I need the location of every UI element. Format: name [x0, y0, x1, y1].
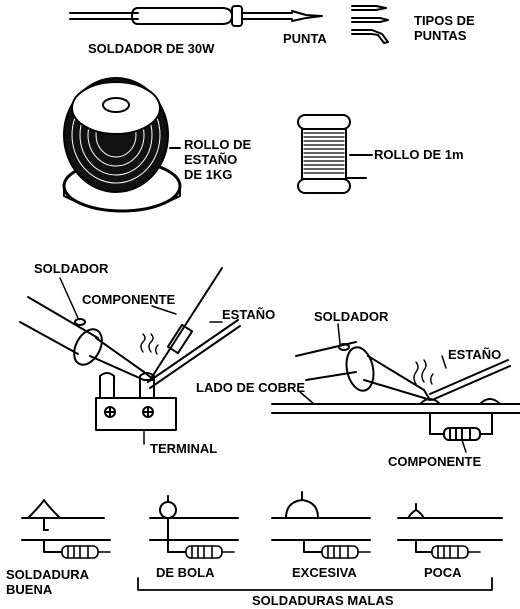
- tip-types-label-line1: TIPOS DE: [414, 13, 475, 28]
- solder-label-left: ESTAÑO: [222, 307, 276, 322]
- component-label-right: COMPONENTE: [388, 454, 482, 469]
- soldering-iron-illustration: [69, 5, 323, 27]
- pcb-soldering-illustration: [271, 323, 520, 453]
- tip-types-label-line2: PUNTAS: [414, 28, 467, 43]
- ball-joint-label: DE BOLA: [156, 565, 215, 580]
- spool-1kg-label-line1: ROLLO DE: [184, 137, 252, 152]
- solder-roll-1m-illustration: [297, 114, 373, 194]
- bottom-components: [61, 545, 481, 559]
- tip-types-illustration: [351, 5, 389, 44]
- excessive-joint-label: EXCESIVA: [292, 565, 357, 580]
- spool-1kg-label-line2: ESTAÑO: [184, 152, 238, 167]
- good-joint-label-line2: BUENA: [6, 582, 53, 597]
- spool-1kg-label-line3: DE 1KG: [184, 167, 233, 182]
- solder-label-right: ESTAÑO: [448, 347, 502, 362]
- copper-side-label: LADO DE COBRE: [196, 380, 306, 395]
- tip-label: PUNTA: [283, 31, 327, 46]
- bad-joints-label: SOLDADURAS MALAS: [252, 593, 394, 608]
- solder-joint-comparison: [21, 491, 503, 591]
- little-joint-label: POCA: [424, 565, 462, 580]
- good-joint-label-line1: SOLDADURA: [6, 567, 90, 582]
- component-label-left: COMPONENTE: [82, 292, 176, 307]
- solder-spool-1kg-illustration: [62, 77, 182, 213]
- terminal-label: TERMINAL: [150, 441, 218, 456]
- roll-1m-label: ROLLO DE 1m: [374, 147, 464, 162]
- iron-label-left: SOLDADOR: [34, 261, 109, 276]
- soldering-iron-30w-label: SOLDADOR DE 30W: [88, 41, 215, 56]
- iron-label-right: SOLDADOR: [314, 309, 389, 324]
- terminal-soldering-illustration: [19, 267, 241, 445]
